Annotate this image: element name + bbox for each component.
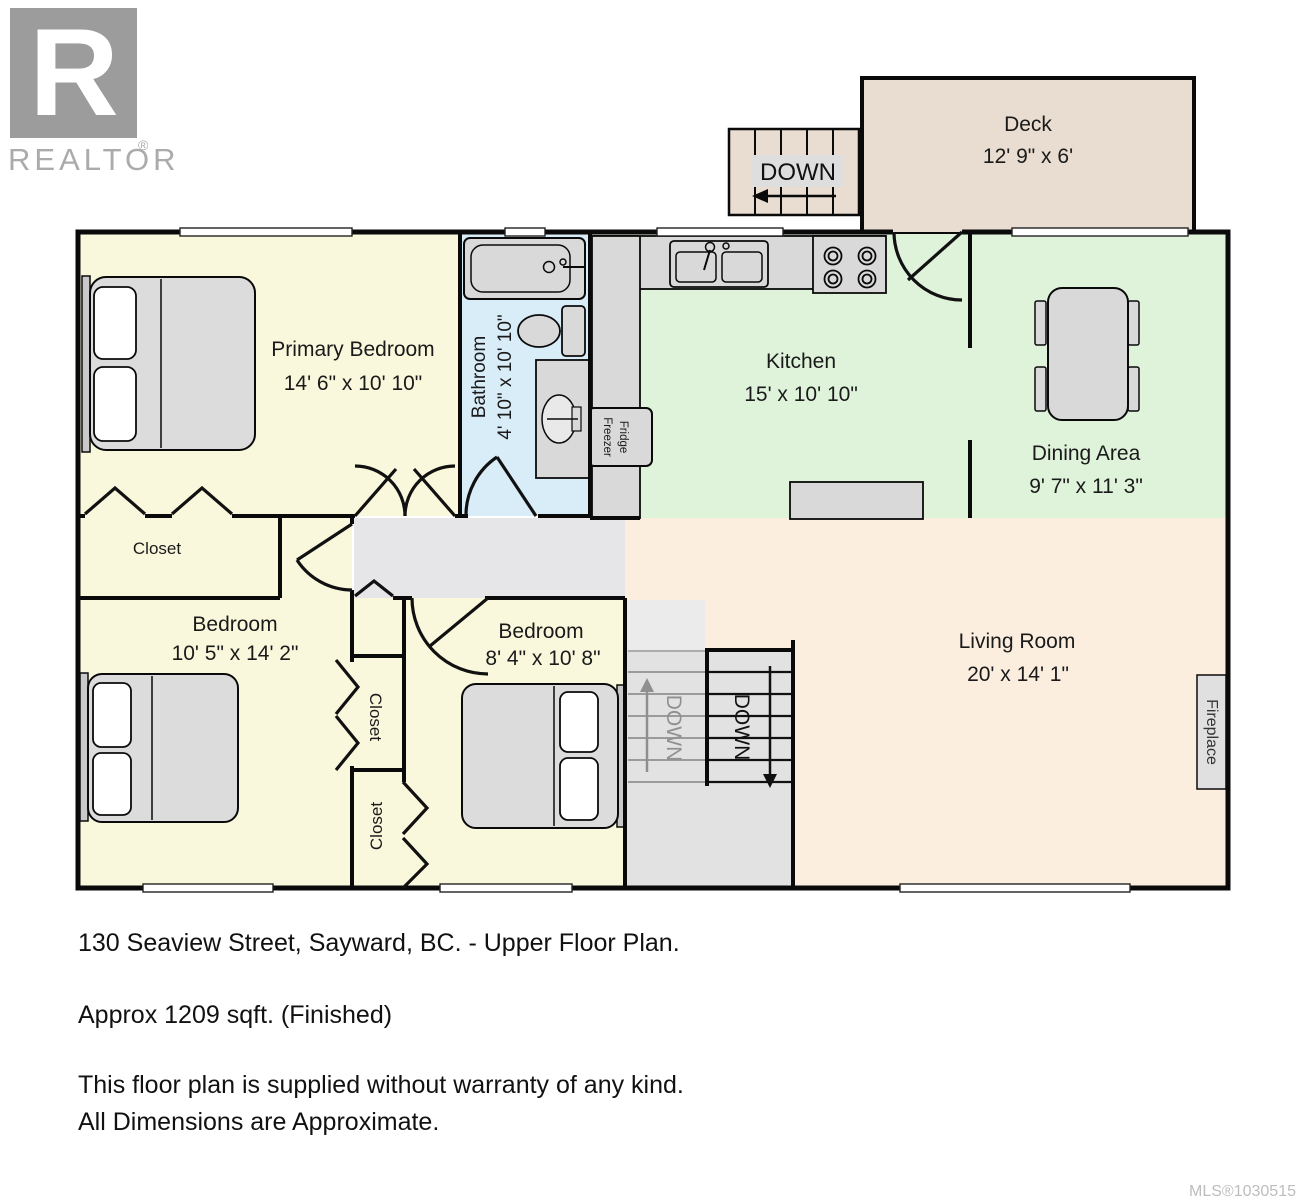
bedroom-middle-dims: 8' 4" x 10' 8" (485, 647, 600, 670)
disclaimer-line2: All Dimensions are Approximate. (78, 1108, 439, 1136)
bedroom-left-door-arc (295, 559, 353, 592)
down-label-backdrop (752, 155, 844, 187)
kitchen-dims: 15' x 10' 10" (744, 383, 858, 406)
realtor-logo-text: REALTOR (8, 142, 180, 177)
bathroom-dims: 4' 10" x 10' 10" (495, 314, 516, 439)
dining-table-icon (1034, 287, 1140, 421)
living-name: Living Room (959, 630, 1076, 653)
deck-door-arc (892, 231, 963, 302)
windows (142, 227, 1189, 893)
primary-bed-icon (81, 275, 256, 453)
room-labels: Deck 12' 9" x 6' Primary Bedroom 14' 6" … (133, 113, 1143, 850)
down-label-left: DOWN (662, 695, 685, 762)
primary-door-arc-left (354, 464, 407, 517)
deck-stairs: DOWN (727, 127, 861, 217)
primary-bedroom-name: Primary Bedroom (271, 338, 434, 361)
fridge-label-line1: Fridge (617, 421, 629, 454)
fireplace: Fireplace (1196, 674, 1227, 790)
bathroom-name: Bathroom (469, 336, 490, 418)
realtor-logo-box (10, 8, 137, 138)
kitchen-name: Kitchen (766, 350, 836, 373)
primary-door-arc-right (403, 464, 456, 517)
closet-2-label: Closet (367, 802, 386, 850)
bedroom-left-bed-icon (79, 672, 239, 823)
doors (295, 230, 964, 676)
interior-stairs: DOWN DOWN (628, 650, 791, 788)
kitchen-peninsula (789, 481, 924, 520)
registered-mark: ® (138, 137, 149, 153)
bathroom-door-arc (464, 455, 498, 517)
fridge-label-line2: Freezer (601, 417, 613, 457)
footer: 130 Seaview Street, Sayward, BC. - Upper… (78, 929, 1296, 1200)
address-line: 130 Seaview Street, Sayward, BC. - Upper… (78, 929, 680, 957)
kitchen-sink-icon (669, 240, 769, 288)
dining-name: Dining Area (1032, 442, 1141, 465)
deck-name: Deck (1004, 113, 1052, 136)
bedroom-left-entry-floor (280, 516, 352, 600)
bedroom-middle-name: Bedroom (498, 620, 583, 643)
closet-column-floor (352, 598, 404, 888)
realtor-logo-icon: R REALTOR ® (8, 4, 180, 177)
stove-icon (812, 235, 887, 294)
primary-closet-floor (80, 516, 280, 600)
realtor-logo-letter: R (29, 4, 119, 142)
bedroom-left-name: Bedroom (192, 613, 277, 636)
stairwell-floor (627, 650, 793, 888)
vanity-sink-icon (535, 359, 591, 479)
closet-primary-label: Closet (133, 539, 181, 558)
mls-number: MLS®1030515 (1189, 1183, 1296, 1200)
bedroom-left-dims: 10' 5" x 14' 2" (172, 642, 299, 665)
fridge-freezer: Fridge Freezer (587, 407, 653, 467)
dining-dims: 9' 7" x 11' 3" (1029, 475, 1143, 498)
bedroom-middle-door-arc (410, 597, 489, 676)
hallway-floor (354, 518, 625, 598)
living-dims: 20' x 14' 1" (967, 663, 1069, 686)
deck-dims: 12' 9" x 6' (983, 145, 1073, 168)
bedroom-middle-bed-icon (461, 683, 626, 829)
area-line: Approx 1209 sqft. (Finished) (78, 1001, 392, 1029)
closet-1-label: Closet (366, 693, 385, 741)
disclaimer-line1: This floor plan is supplied without warr… (78, 1071, 684, 1099)
down-label-right: DOWN (730, 694, 753, 761)
bifold-doors (83, 485, 430, 890)
fireplace-label: Fireplace (1203, 699, 1220, 765)
primary-bedroom-dims: 14' 6" x 10' 10" (284, 372, 423, 395)
toilet-icon (517, 305, 586, 357)
bathtub-icon (463, 237, 586, 300)
stair-landing-floor (627, 600, 705, 652)
down-label-deck: DOWN (760, 159, 836, 186)
